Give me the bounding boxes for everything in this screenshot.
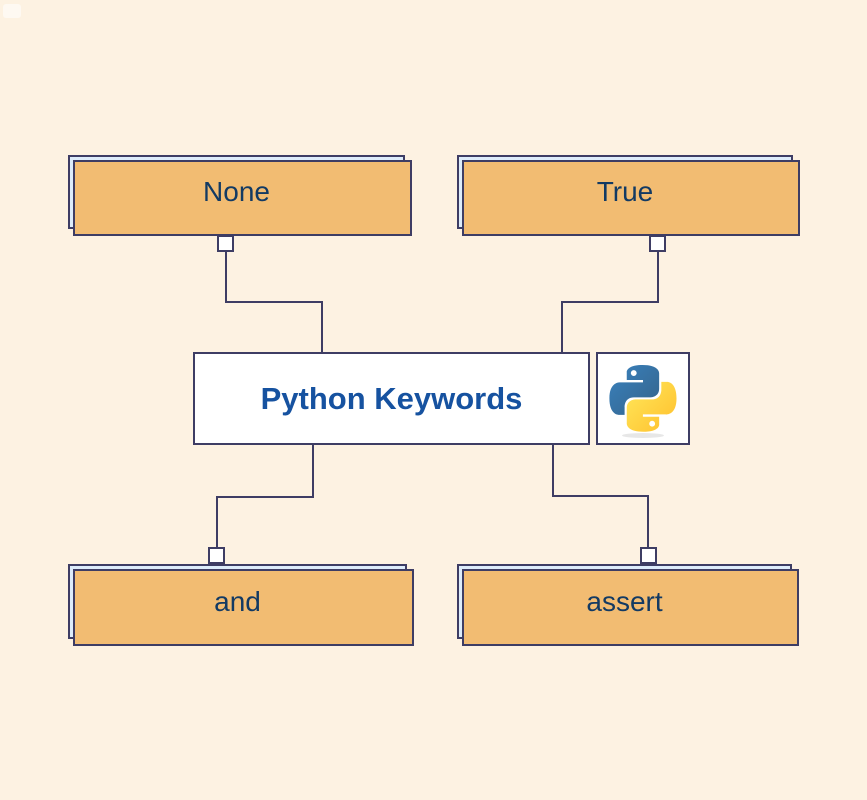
connector-pin-true: [649, 235, 666, 252]
diagram-title: Python Keywords: [260, 380, 523, 416]
connector-line-assert: [552, 444, 554, 497]
python-logo-box: [596, 352, 690, 445]
keyword-node-none: None: [68, 155, 412, 236]
connector-line-none: [225, 301, 323, 303]
connector-line-true: [561, 301, 563, 353]
python-logo-icon: [609, 365, 677, 432]
connector-pin-and: [208, 547, 225, 564]
connector-line-none: [321, 301, 323, 353]
connector-line-assert: [647, 495, 649, 548]
connector-line-true: [657, 252, 659, 303]
connector-line-and: [216, 496, 314, 498]
logo-shadow: [622, 433, 664, 438]
keyword-label-true: True: [596, 176, 654, 207]
connector-line-true: [561, 301, 659, 303]
keyword-label-none: None: [203, 176, 270, 207]
keyword-label-assert: assert: [586, 585, 663, 617]
keyword-node-true: True: [457, 155, 800, 236]
keyword-node-assert: assert: [457, 564, 799, 646]
connector-line-and: [216, 496, 218, 548]
title-node: Python Keywords: [193, 352, 590, 445]
connector-line-none: [225, 252, 227, 303]
watermark: [3, 4, 21, 18]
connector-line-and: [312, 444, 314, 498]
connector-pin-assert: [640, 547, 657, 564]
keyword-node-and: and: [68, 564, 414, 646]
connector-pin-none: [217, 235, 234, 252]
connector-line-assert: [552, 495, 649, 497]
keyword-label-and: and: [214, 585, 261, 617]
